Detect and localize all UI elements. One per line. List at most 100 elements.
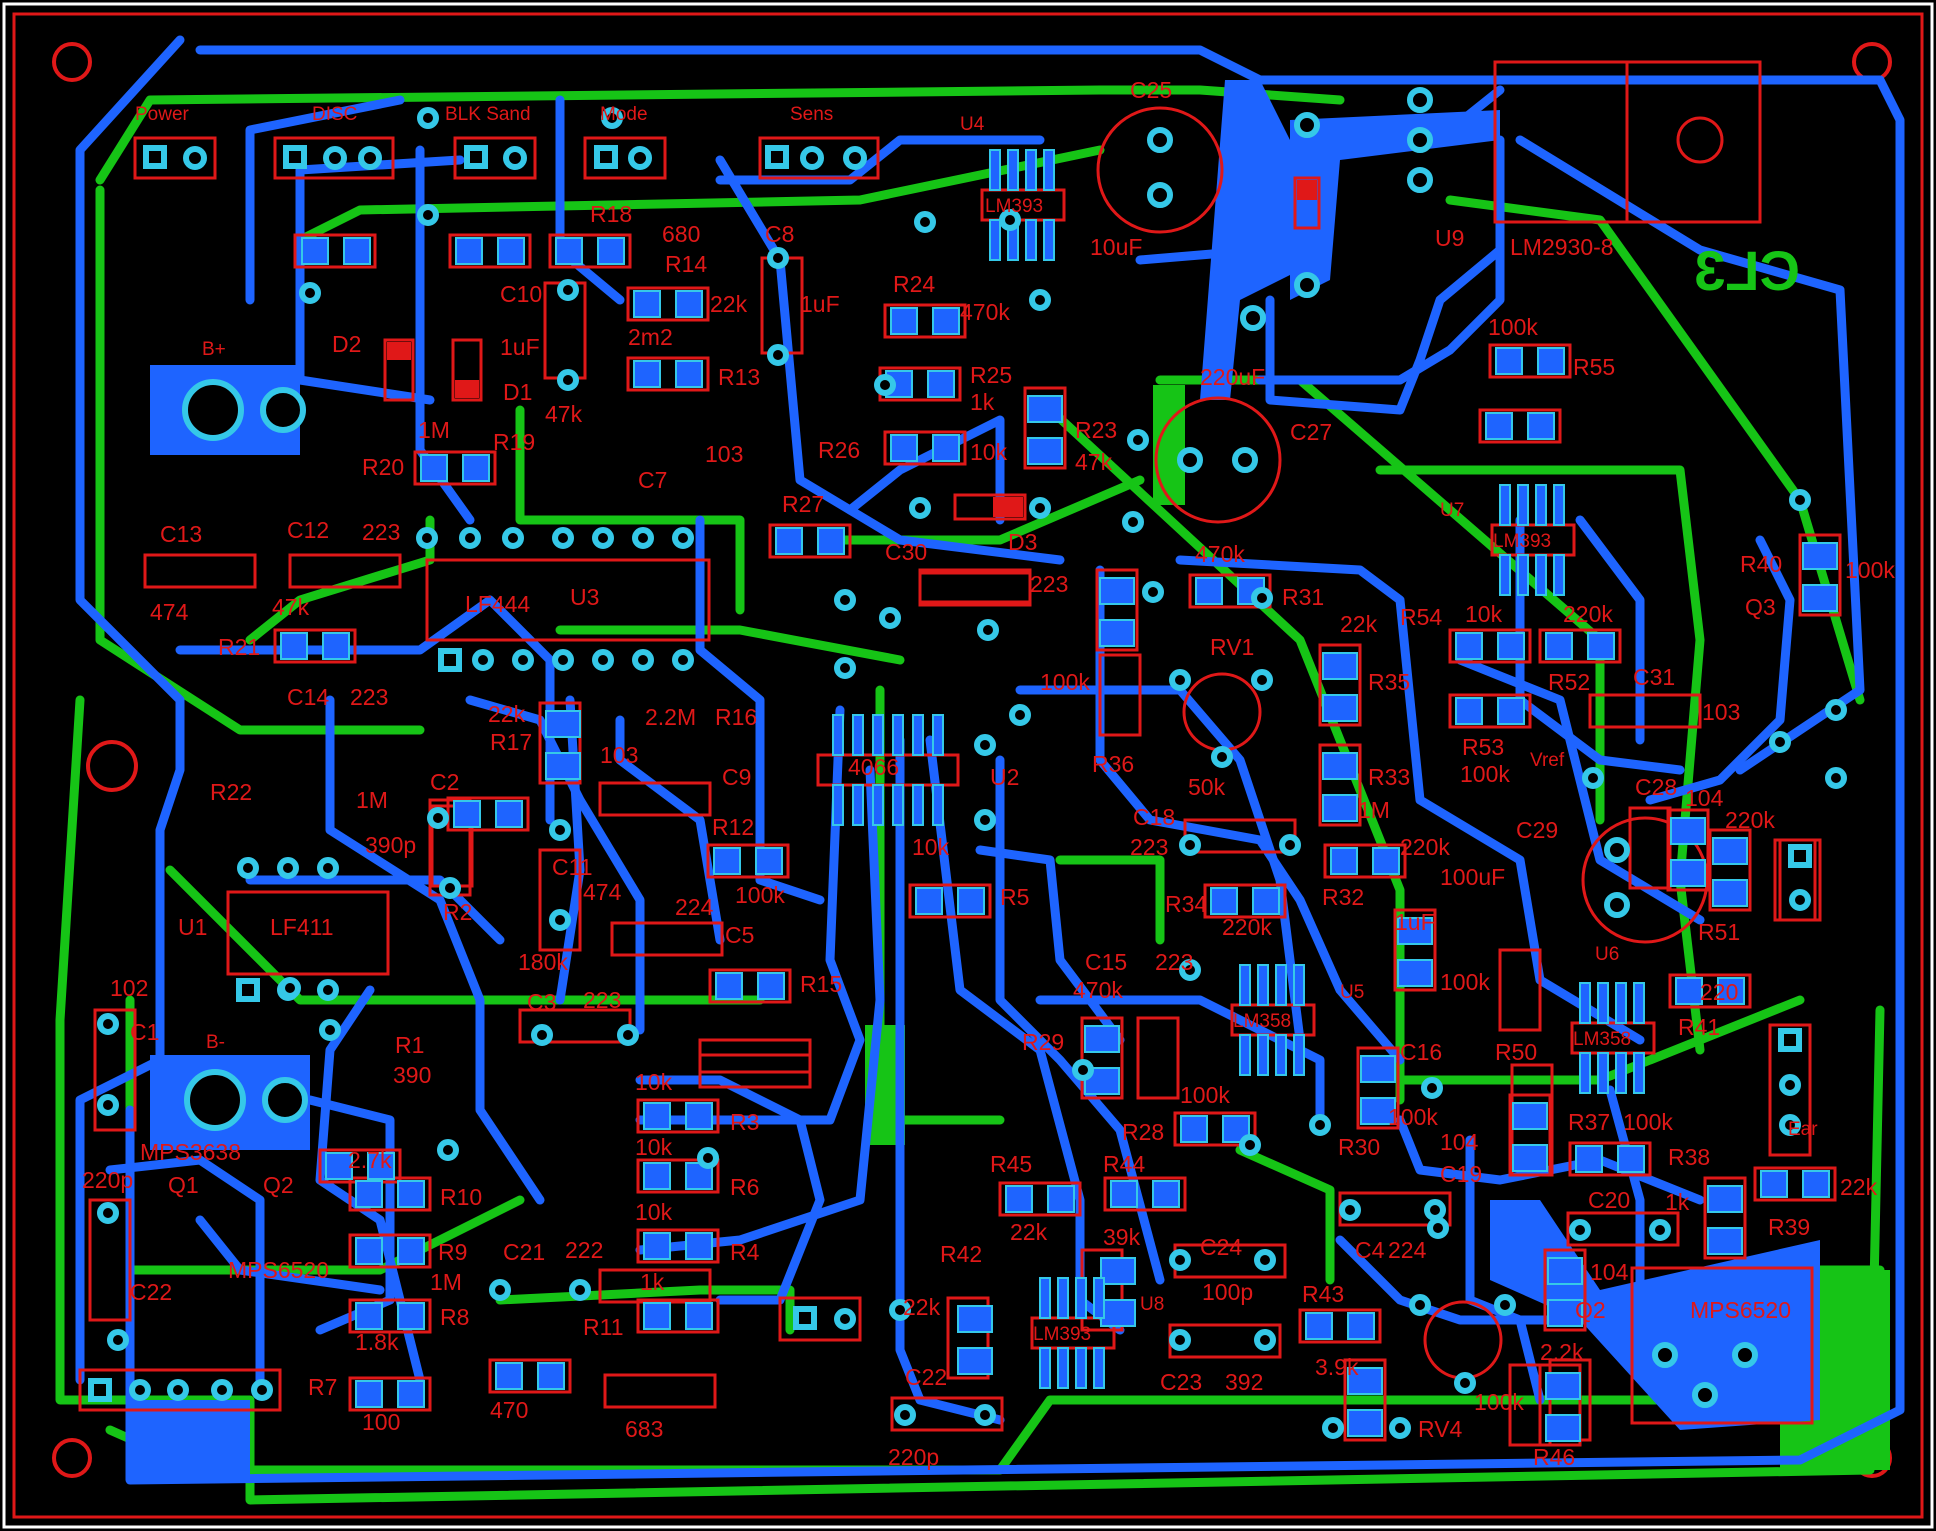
through-hole-pads <box>97 87 1847 1439</box>
res-value-r25: 1k <box>970 389 995 415</box>
res-value-r44: 39k <box>1103 1224 1141 1250</box>
ic-value-u1: LF411 <box>270 914 334 940</box>
res-ref-r19: R19 <box>493 429 535 455</box>
cap-ref-c24: C24 <box>1200 1234 1242 1260</box>
res-ref-r50: R51 <box>1698 919 1740 945</box>
trimmer-vr6-value: 100k <box>1474 1389 1524 1415</box>
res-ref-r53: R54 <box>1400 604 1442 630</box>
res-value-r53: 10k <box>1465 601 1503 627</box>
res-value-r42: 22k <box>903 1294 941 1320</box>
cap-value-c20: 222 <box>565 1237 603 1263</box>
res-ref-r25: R25 <box>970 362 1012 388</box>
diode-d1: D1 <box>503 379 532 405</box>
cap-value-c16: 1uF <box>1395 909 1435 935</box>
ic-value-u4: LM393 <box>985 196 1043 217</box>
res-ref-r34: R34 <box>1165 891 1207 917</box>
res-ref-r46: R46 <box>1533 1444 1575 1470</box>
cap-value-c14: 223 <box>350 684 388 710</box>
res-value-r21: 47k <box>272 594 310 620</box>
res-ref-r35: R35 <box>1368 669 1410 695</box>
res-value-r11: 1k <box>640 1269 665 1295</box>
ic-value-u2: 4066 <box>848 754 899 780</box>
cap-value-c25: 10uF <box>1090 234 1142 260</box>
res-value-r39: 22k <box>1840 1174 1878 1200</box>
transistor-q2-value: MPS6520 <box>228 1257 329 1283</box>
ic-ref-u5: U5 <box>1340 982 1364 1003</box>
cap-ref-c29: C29 <box>1516 817 1558 843</box>
diode-d3: D3 <box>1008 529 1037 555</box>
res-ref-r12: R12 <box>712 814 754 840</box>
res-ref-r49: R50 <box>1495 1039 1537 1065</box>
res-value-r16: 2.2M <box>645 704 696 730</box>
transistor-q3: Q3 <box>1745 594 1776 620</box>
cap-ref-c17: C18 <box>1133 804 1175 830</box>
res-value-r1: 390 <box>393 1062 431 1088</box>
res-value-r31: 470k <box>1195 541 1245 567</box>
cap-value-c4: 224 <box>1388 1237 1427 1263</box>
res-ref-r31: R31 <box>1282 584 1324 610</box>
ic-value-u9: LM2930-8 <box>1510 234 1614 260</box>
res-ref-r21: R21 <box>218 634 260 660</box>
cap-value-c8: 1uF <box>800 291 840 317</box>
res-value-r52: 100k <box>1460 761 1510 787</box>
res-ref-r27: R27 <box>782 491 824 517</box>
electrolytic-capacitors <box>1096 106 1709 944</box>
res-ref-r13: R13 <box>718 364 760 390</box>
res-ref-r24: R24 <box>893 271 935 297</box>
ic-outlines <box>226 188 1656 1350</box>
res-ref-r52: R53 <box>1462 734 1504 760</box>
label-ear: Ear <box>1788 1119 1818 1140</box>
ic-ref-u2: U2 <box>990 764 1019 790</box>
res-ref-r20: R20 <box>362 454 404 480</box>
cap-value-c17: 223 <box>1130 834 1168 860</box>
ic-value-u1-lf444: LF444 <box>465 591 530 617</box>
cap-ref-c18: C19 <box>1440 1161 1482 1187</box>
res-ref-r39: R39 <box>1768 1214 1810 1240</box>
res-value-r19: 47k <box>545 401 583 427</box>
cap-value-c18: 104 <box>1440 1129 1479 1155</box>
regulator-outline <box>1493 60 1762 224</box>
ic-ref-u3: U3 <box>570 584 599 610</box>
silkscreen-labels: Power DISC BLK Sand Mode Sens B+ B- Ear … <box>82 77 1895 1470</box>
res-ref-r18: R18 <box>590 201 632 227</box>
res-value-r34: 220k <box>1222 914 1272 940</box>
res-value-r14: 22k <box>710 291 748 317</box>
res-value-r13: 2m2 <box>628 324 673 350</box>
cap-value-c9: 103 <box>600 742 638 768</box>
cap-ref-c25: C25 <box>1130 77 1172 103</box>
cap-value-c23: 392 <box>1225 1369 1263 1395</box>
res-ref-r36: R36 <box>1092 751 1134 777</box>
res-ref-r16: R16 <box>715 704 757 730</box>
mirrored-board-label: CL3 <box>1694 239 1800 302</box>
cap-ref-c10: C11 <box>552 854 593 880</box>
res-ref-r28: R28 <box>1122 1119 1164 1145</box>
res-value-r50: 220k <box>1725 807 1775 833</box>
res-ref-r22: R22 <box>210 779 252 805</box>
res-value-r8: 1.8k <box>355 1329 399 1355</box>
label-sens: Sens <box>790 104 833 125</box>
component-footprints <box>88 233 1842 1447</box>
cap-ref-c11: C10 <box>500 281 542 307</box>
res-ref-r43: R43 <box>1302 1281 1344 1307</box>
res-value-r9: 1M <box>430 1269 462 1295</box>
res-value-r22: 1M <box>356 787 388 813</box>
cap-ref-c14: C14 <box>287 684 329 710</box>
res-value-r43: 3.9k <box>1315 1354 1359 1380</box>
transistor-q1-value: MPS3638 <box>140 1139 241 1165</box>
res-value-r37: 100k <box>1623 1109 1673 1135</box>
cap-value-c13: 474 <box>150 599 189 625</box>
res-value-r35: 22k <box>1340 611 1378 637</box>
cap-value-c15: 223 <box>1155 949 1193 975</box>
cap-ref-c9: C9 <box>722 764 751 790</box>
label-b-minus: B- <box>206 1032 225 1053</box>
cap-value-c3: 223 <box>583 987 621 1013</box>
cap-value-c10: 474 <box>583 879 622 905</box>
res-value-r23: 47k <box>1075 449 1113 475</box>
cap-value-c11: 1uF <box>500 334 540 360</box>
transistor-q1: Q1 <box>168 1172 199 1198</box>
cap-ref-c21: C22 <box>130 1279 172 1305</box>
res-ref-r44: R44 <box>1103 1151 1145 1177</box>
cap-value-c24: 100p <box>1202 1279 1253 1305</box>
